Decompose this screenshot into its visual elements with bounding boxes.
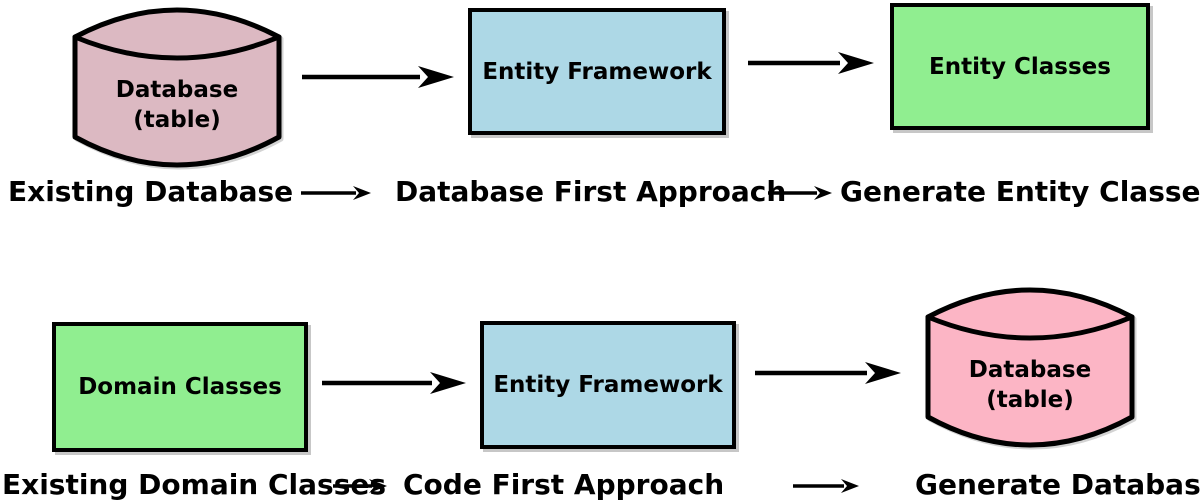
cylinder-label-line1: Database [115,77,239,103]
caption-existing-domain-classes: Existing Domain Classes [2,468,387,501]
existing-database-cylinder: Database (table) [69,5,285,169]
caption-arrow-bottom-1 [332,474,388,498]
caption-arrow-top-2 [767,181,833,205]
arrow-right-icon [333,479,387,493]
flow-arrow-bottom-1 [320,366,468,400]
caption-existing-database: Existing Database [8,175,294,208]
cylinder-label: Database (table) [69,75,285,135]
entity-framework-box-bottom-label: Entity Framework [493,372,723,398]
arrow-right-icon [302,66,454,88]
caption-code-first-approach: Code First Approach [403,468,725,501]
entity-classes-box-label: Entity Classes [929,53,1111,80]
cylinder-label-line1: Database [968,357,1092,383]
database-cylinder-icon [925,287,1135,448]
entity-framework-box-top: Entity Framework [468,8,726,135]
entity-framework-box-bottom: Entity Framework [480,321,736,449]
arrow-right-icon [301,186,371,200]
caption-database-first-approach: Database First Approach [395,175,787,208]
cylinder-label: Database (table) [922,355,1138,415]
arrow-right-icon [768,186,832,200]
entity-classes-box: Entity Classes [890,3,1150,130]
cylinder-label-line2: (table) [986,387,1074,413]
caption-arrow-bottom-2 [792,474,860,498]
database-cylinder-icon [72,7,282,168]
arrow-right-icon [793,479,859,493]
generated-database-cylinder: Database (table) [922,285,1138,449]
cylinder-label-line2: (table) [133,107,221,133]
flow-arrow-top-1 [300,60,456,94]
flow-arrow-bottom-2 [753,356,903,390]
caption-generate-database: Generate Database [915,468,1200,501]
flow-arrow-top-2 [746,46,876,80]
arrow-right-icon [322,372,466,394]
domain-classes-box: Domain Classes [52,322,308,452]
domain-classes-box-label: Domain Classes [78,374,282,400]
arrow-right-icon [748,52,874,74]
caption-arrow-top-1 [300,181,372,205]
entity-framework-box-top-label: Entity Framework [482,58,712,85]
caption-generate-entity-classes: Generate Entity Classes [840,175,1200,208]
arrow-right-icon [755,362,901,384]
